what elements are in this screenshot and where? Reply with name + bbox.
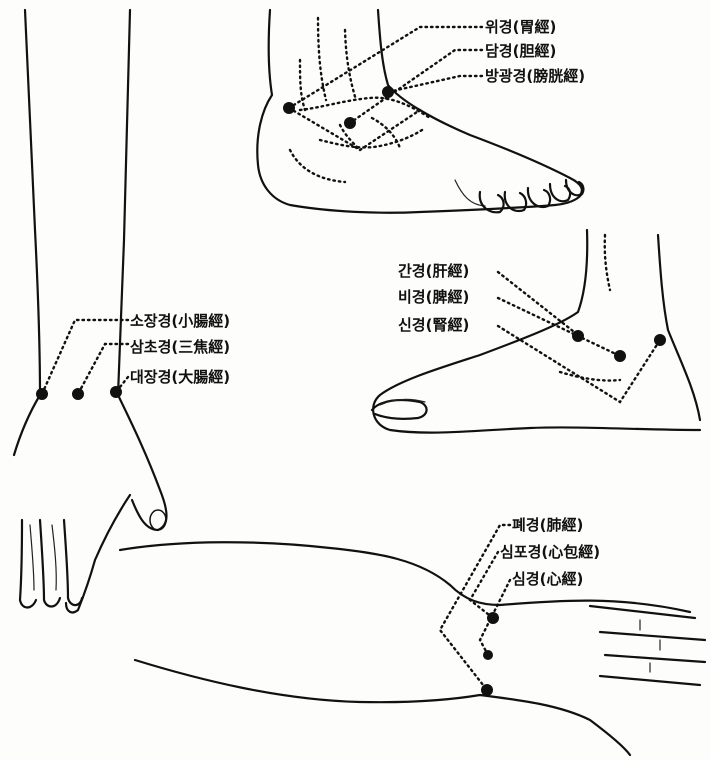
label-gallbladder-meridian: 담경(胆經) [485,42,556,60]
label-spleen-meridian: 비경(脾經) [398,288,469,306]
label-pericardium-meridian: 심포경(心包經) [500,543,600,561]
foot-lateral-drawing [257,10,583,213]
label-lung-meridian: 폐경(肺經) [512,516,583,534]
label-triple-burner-meridian: 삼초경(三焦經) [130,338,230,356]
point-liver [572,330,584,342]
label-stomach-meridian: 위경(胃經) [485,18,556,36]
label-large-intestine-meridian: 대장경(大腸經) [130,368,230,386]
point-triple-burner [72,388,84,400]
point-gallbladder [344,117,356,129]
label-liver-meridian: 간경(肝經) [398,262,469,280]
label-small-intestine-meridian: 소장경(小腸經) [130,312,230,330]
point-stomach [382,86,394,98]
point-kidney [654,334,666,346]
point-heart [481,684,493,696]
point-lung [487,612,499,624]
label-heart-meridian: 심경(心經) [512,570,583,588]
point-small-intestine [36,388,48,400]
label-bladder-meridian: 방광경(膀胱經) [485,67,585,85]
point-large-intestine [110,386,122,398]
point-spleen [614,350,626,362]
label-kidney-meridian: 신경(腎經) [398,316,469,334]
hand-palmar-drawing [120,542,705,755]
point-bladder [283,102,295,114]
point-pericardium [483,650,493,660]
